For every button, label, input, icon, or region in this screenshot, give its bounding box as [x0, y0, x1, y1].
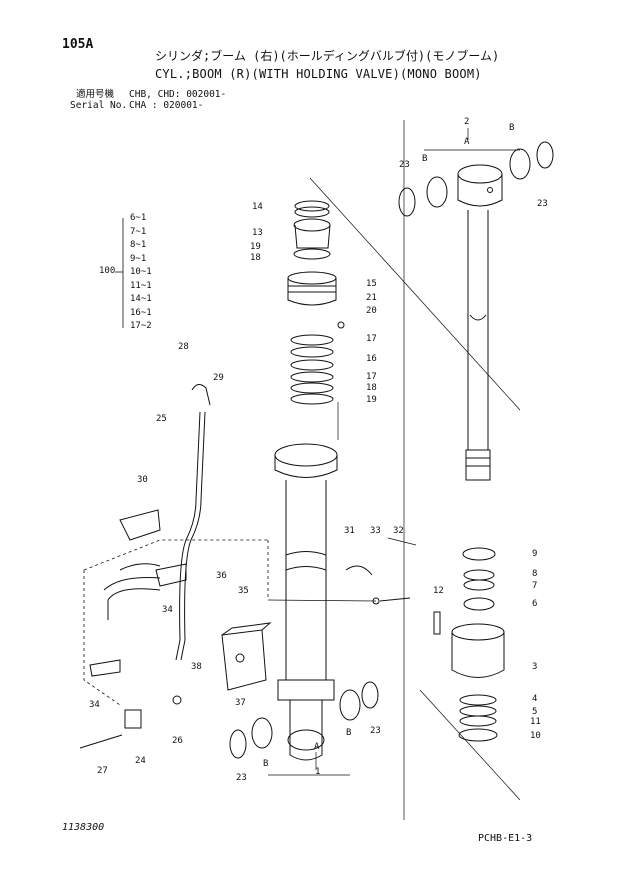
leader-lines — [267, 120, 521, 820]
valve-group-frame — [83, 539, 269, 706]
callout-label: 24 — [135, 756, 146, 766]
callout-label: 30 — [137, 475, 148, 485]
callout-label: 8 — [532, 569, 538, 579]
kit-item: 7~1 — [130, 227, 147, 237]
callout-label: 16 — [366, 354, 377, 364]
callout-label: 12 — [433, 586, 444, 596]
callout-label: 20 — [366, 306, 377, 316]
kit-item: 11~1 — [130, 281, 152, 291]
callout-label: 37 — [235, 698, 246, 708]
kit-item: 9~1 — [130, 254, 147, 264]
callout-label: 7 — [532, 581, 538, 591]
callout-label: B — [263, 759, 269, 769]
callout-label: 9 — [532, 549, 538, 559]
callout-label: 2 — [464, 117, 470, 127]
callout-label: 4 — [532, 694, 538, 704]
callout-label: 23 — [537, 199, 548, 209]
callout-label: 28 — [178, 342, 189, 352]
kit-item: 8~1 — [130, 240, 147, 250]
callout-label: B — [346, 728, 352, 738]
callout-label: 38 — [191, 662, 202, 672]
callout-label: 34 — [162, 605, 173, 615]
callout-label: B — [422, 154, 428, 164]
kit-bracket — [115, 218, 124, 328]
callout-label: 1 — [315, 767, 321, 777]
callout-label: 19 — [366, 395, 377, 405]
hose-and-valve — [79, 384, 272, 749]
page-id: 105A — [62, 37, 94, 52]
serial-jp-value: CHB, CHD: 002001- — [129, 89, 227, 100]
title-english: CYL.;BOOM (R)(WITH HOLDING VALVE)(MONO B… — [155, 67, 482, 81]
kit-item: 16~1 — [130, 308, 152, 318]
callout-label: 17 — [366, 334, 377, 344]
callout-label: 35 — [238, 586, 249, 596]
callout-label: 5 — [532, 707, 538, 717]
bushings — [229, 141, 554, 759]
callout-label: 23 — [370, 726, 381, 736]
callout-label: 10 — [530, 731, 541, 741]
piston-stack — [287, 200, 345, 405]
callout-label: 29 — [213, 373, 224, 383]
callout-label: A — [314, 742, 320, 752]
callout-label: 23 — [399, 160, 410, 170]
kit-item: 14~1 — [130, 294, 152, 304]
callout-label: 31 — [344, 526, 355, 536]
kit-item: 17~2 — [130, 321, 152, 331]
kit-item: 6~1 — [130, 213, 147, 223]
rod-seals — [433, 547, 505, 742]
kit-number: 100 — [99, 266, 116, 276]
title-japanese: シリンダ;ブーム (右)(ホールディングバルブ付)(モノブーム) — [155, 49, 500, 63]
callout-label: 15 — [366, 279, 377, 289]
callout-label: 33 — [370, 526, 381, 536]
callout-label: 32 — [393, 526, 404, 536]
callout-label: 26 — [172, 736, 183, 746]
callout-label: 13 — [252, 228, 263, 238]
callout-label: 27 — [97, 766, 108, 776]
drawing-number: 1138300 — [62, 822, 105, 833]
callout-label: 11 — [530, 717, 541, 727]
callout-label: 21 — [366, 293, 377, 303]
serial-en-value: CHA : 020001- — [129, 100, 204, 111]
callout-label: 36 — [216, 571, 227, 581]
callout-label: 23 — [236, 773, 247, 783]
callout-label: 6 — [532, 599, 538, 609]
callout-label: B — [509, 123, 515, 133]
page-code: PCHB-E1-3 — [478, 833, 533, 844]
piston-rod — [457, 164, 503, 481]
callout-label: 18 — [250, 253, 261, 263]
cylinder-tube — [274, 443, 338, 761]
callout-label: 3 — [532, 662, 538, 672]
callout-label: 34 — [89, 700, 100, 710]
callout-label: 18 — [366, 383, 377, 393]
clamps — [89, 509, 411, 677]
callout-label: 25 — [156, 414, 167, 424]
callout-label: 19 — [250, 242, 261, 252]
callout-label: 14 — [252, 202, 263, 212]
serial-jp-label: 適用号機 — [76, 89, 115, 100]
serial-en-label: Serial No. — [70, 100, 128, 111]
callout-label: A — [464, 137, 470, 147]
callout-label: 17 — [366, 372, 377, 382]
kit-item: 10~1 — [130, 267, 152, 277]
